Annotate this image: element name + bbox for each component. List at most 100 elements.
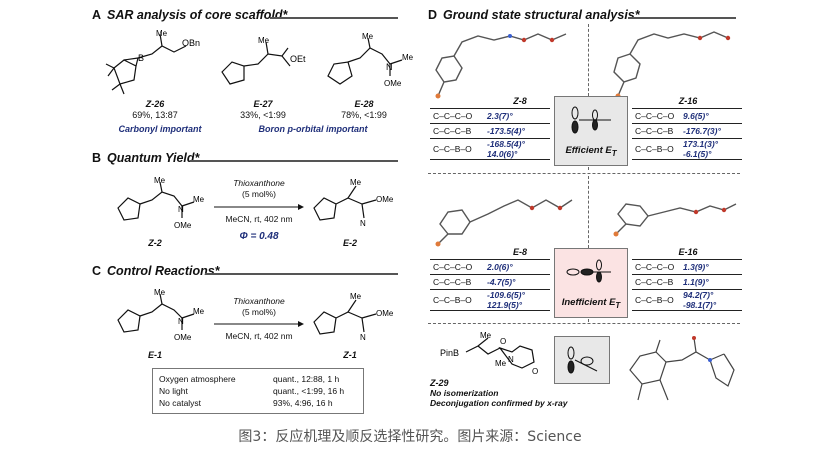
rule-d bbox=[628, 17, 736, 19]
svg-text:OEt: OEt bbox=[290, 54, 306, 64]
panel-letter: C bbox=[92, 264, 102, 278]
product-id: E-2 bbox=[342, 238, 357, 248]
svg-text:N: N bbox=[360, 219, 366, 228]
efficient-box: Efficient ET bbox=[554, 96, 628, 166]
orbital-diagram bbox=[567, 346, 598, 374]
crystal-id: E-16 bbox=[678, 247, 698, 257]
svg-text:Me: Me bbox=[258, 36, 270, 45]
svg-text:Me: Me bbox=[193, 307, 205, 316]
reagent: Thioxanthone bbox=[233, 178, 285, 188]
svg-text:Me: Me bbox=[350, 292, 362, 301]
control-result: 93%, 4:96, 16 h bbox=[273, 398, 333, 408]
svg-text:N: N bbox=[386, 62, 393, 72]
compound-result: 69%, 13:87 bbox=[132, 110, 178, 120]
crystal-id: Z-8 bbox=[513, 96, 527, 106]
inefficient-box: Inefficient ET bbox=[554, 248, 628, 318]
orbital-diagram bbox=[571, 106, 611, 134]
svg-text:Me: Me bbox=[495, 359, 507, 368]
panel-letter: A bbox=[92, 8, 102, 22]
structure-e27: Me OEt bbox=[221, 36, 306, 85]
reaction-arrow bbox=[214, 204, 304, 210]
z29-note: Deconjugation confirmed by x-ray bbox=[430, 398, 568, 408]
quantum-yield: Φ = 0.48 bbox=[239, 231, 279, 242]
svg-text:Me: Me bbox=[193, 195, 205, 204]
svg-text:O: O bbox=[532, 367, 538, 376]
panel-heading: SAR analysis of core scaffold* bbox=[107, 8, 288, 22]
crystal-structure-z16 bbox=[613, 31, 731, 99]
structure-z26: B Me OBn bbox=[105, 29, 200, 95]
crystal-structure-e8 bbox=[435, 199, 573, 247]
rule-b bbox=[190, 160, 398, 162]
substrate-id: Z-2 bbox=[148, 238, 162, 248]
svg-text:PinB: PinB bbox=[440, 348, 459, 358]
svg-text:N: N bbox=[178, 317, 184, 326]
panel-heading: Quantum Yield* bbox=[107, 151, 200, 165]
efficient-label: Efficient ET bbox=[565, 145, 617, 158]
panel-c-title: C Control Reactions* bbox=[92, 264, 220, 278]
svg-text:Me: Me bbox=[402, 53, 414, 62]
panel-b-title: B Quantum Yield* bbox=[92, 151, 199, 165]
svg-text:OMe: OMe bbox=[174, 221, 192, 230]
structure-z2: Me N Me OMe bbox=[117, 176, 205, 230]
svg-text:OMe: OMe bbox=[174, 333, 192, 342]
loading: (5 mol%) bbox=[241, 307, 276, 317]
rule-a bbox=[270, 17, 398, 19]
panel-d-title: D Ground state structural analysis* bbox=[428, 8, 640, 22]
svg-text:Me: Me bbox=[350, 178, 362, 187]
control-result: quant., <1:99, 16 h bbox=[273, 386, 345, 396]
sar-note-carbonyl: Carbonyl important bbox=[118, 124, 202, 134]
svg-text:O: O bbox=[500, 337, 506, 346]
compound-result: 33%, <1:99 bbox=[240, 110, 286, 120]
compound-id: Z-26 bbox=[145, 99, 165, 109]
rule-c bbox=[205, 273, 398, 275]
panel-heading: Control Reactions* bbox=[107, 264, 220, 278]
control-condition: No catalyst bbox=[159, 398, 202, 408]
crystal-structure-z8 bbox=[435, 33, 567, 99]
svg-text:Me: Me bbox=[362, 32, 374, 41]
svg-text:Me: Me bbox=[154, 288, 166, 297]
svg-text:OBn: OBn bbox=[182, 38, 200, 48]
structure-e28: Me N Me OMe bbox=[327, 32, 414, 88]
control-conditions: Oxygen atmosphere No light No catalyst bbox=[159, 373, 236, 409]
z29-note: No isomerization bbox=[430, 388, 499, 398]
svg-text:OMe: OMe bbox=[376, 309, 394, 318]
crystal-structure-e16 bbox=[613, 203, 737, 237]
orbital-diagram bbox=[566, 259, 611, 283]
control-results: quant., 12:88, 1 h quant., <1:99, 16 h 9… bbox=[273, 373, 344, 409]
conditions: MeCN, rt, 402 nm bbox=[225, 331, 293, 341]
z29-orbital-box bbox=[554, 336, 610, 384]
divider bbox=[428, 173, 740, 174]
panel-heading: Ground state structural analysis* bbox=[443, 8, 640, 22]
structure-e1: Me N Me OMe bbox=[117, 288, 205, 342]
panel-a-title: A SAR analysis of core scaffold* bbox=[92, 8, 287, 22]
panel-letter: D bbox=[428, 8, 438, 22]
svg-text:OMe: OMe bbox=[376, 195, 394, 204]
compound-id: E-28 bbox=[354, 99, 374, 109]
sar-note-boron: Boron p-orbital important bbox=[258, 124, 368, 134]
panel-letter: B bbox=[92, 151, 102, 165]
divider bbox=[428, 323, 740, 324]
conditions: MeCN, rt, 402 nm bbox=[225, 214, 293, 224]
substrate-id: E-1 bbox=[147, 350, 162, 360]
reaction-arrow bbox=[214, 321, 304, 327]
inefficient-label: Inefficient ET bbox=[561, 297, 621, 310]
svg-text:B: B bbox=[138, 53, 144, 63]
figure-caption: 图3：反应机理及顺反选择性研究。图片来源：Science bbox=[238, 429, 582, 445]
reagent: Thioxanthone bbox=[233, 296, 285, 306]
compound-result: 78%, <1:99 bbox=[341, 110, 387, 120]
loading: (5 mol%) bbox=[241, 189, 276, 199]
svg-text:N: N bbox=[178, 205, 184, 214]
svg-text:N: N bbox=[360, 333, 366, 342]
structure-z29: PinB Me Me O N O bbox=[440, 331, 538, 376]
control-condition: No light bbox=[159, 386, 188, 396]
svg-text:Me: Me bbox=[154, 176, 166, 185]
crystal-id: Z-16 bbox=[678, 96, 698, 106]
z29-id: Z-29 bbox=[430, 378, 449, 388]
svg-text:N: N bbox=[508, 355, 514, 364]
product-id: Z-1 bbox=[343, 350, 357, 360]
control-result: quant., 12:88, 1 h bbox=[273, 374, 340, 384]
